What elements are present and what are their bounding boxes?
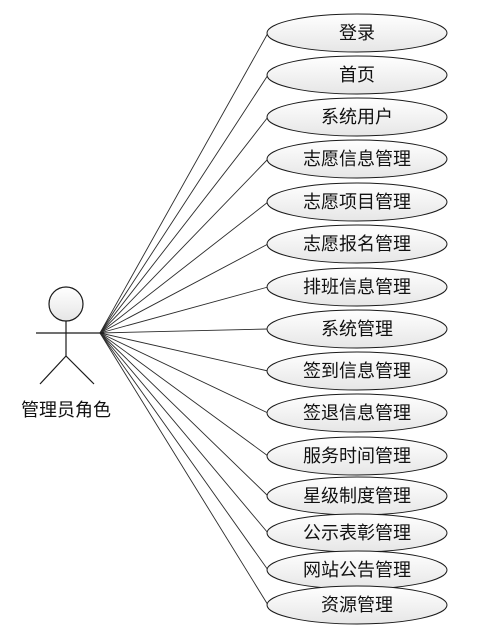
use-case: 排班信息管理 (266, 267, 448, 307)
use-case: 公示表彰管理 (266, 513, 448, 553)
use-case: 志愿报名管理 (266, 224, 448, 264)
use-case: 首页 (266, 55, 448, 95)
association-line (99, 332, 269, 497)
actor-right-leg (65, 355, 95, 385)
association-line (99, 332, 269, 571)
use-case-label: 志愿项目管理 (303, 192, 411, 213)
use-case: 网站公告管理 (266, 550, 448, 590)
association-line (99, 332, 269, 372)
use-case-label: 排班信息管理 (303, 277, 411, 298)
association-line (99, 32, 269, 334)
actor-head (48, 286, 84, 322)
use-case-label: 网站公告管理 (303, 560, 411, 581)
use-case-label: 星级制度管理 (303, 486, 411, 507)
use-case: 志愿项目管理 (266, 182, 448, 222)
use-case-ellipse (266, 139, 448, 179)
actor-left-leg (39, 355, 67, 385)
use-case-ellipse (266, 13, 448, 53)
use-case: 签到信息管理 (266, 351, 448, 391)
use-case: 志愿信息管理 (266, 139, 448, 179)
association-line (99, 158, 269, 334)
use-case: 星级制度管理 (266, 476, 448, 516)
association-line (99, 332, 269, 606)
association-line (99, 243, 269, 334)
association-line (99, 332, 269, 457)
association-line (99, 116, 269, 334)
use-case-label: 服务时间管理 (303, 446, 411, 467)
use-case-label: 系统管理 (321, 319, 393, 340)
use-case: 服务时间管理 (266, 436, 448, 476)
use-case-ellipse (266, 585, 448, 625)
use-case-label: 首页 (339, 65, 375, 86)
use-case-ellipse (266, 97, 448, 137)
use-case: 系统管理 (266, 309, 448, 349)
use-case-ellipse (266, 393, 448, 433)
use-case-group: 登录首页系统用户志愿信息管理志愿项目管理志愿报名管理排班信息管理系统管理签到信息… (266, 13, 448, 625)
association-line (99, 286, 269, 334)
use-case-ellipse (266, 182, 448, 222)
association-line (99, 201, 269, 334)
use-case: 登录 (266, 13, 448, 53)
use-case: 资源管理 (266, 585, 448, 625)
use-case-ellipse (266, 55, 448, 95)
use-case-label: 资源管理 (321, 595, 393, 616)
association-line (99, 332, 269, 414)
actor-admin: 管理员角色 (21, 286, 111, 421)
use-case-ellipse (266, 436, 448, 476)
use-case-label: 公示表彰管理 (303, 523, 411, 544)
use-case-ellipse (266, 267, 448, 307)
association-line (99, 74, 269, 334)
use-case: 签退信息管理 (266, 393, 448, 433)
association-line (99, 328, 269, 334)
use-case-label: 系统用户 (321, 107, 393, 128)
use-case-ellipse (266, 351, 448, 391)
use-case-label: 志愿信息管理 (303, 149, 411, 170)
use-case-label: 签到信息管理 (303, 361, 411, 382)
actor-label: 管理员角色 (21, 400, 111, 421)
use-case: 系统用户 (266, 97, 448, 137)
use-case-label: 签退信息管理 (303, 403, 411, 424)
use-case-ellipse (266, 224, 448, 264)
association-lines (99, 32, 269, 606)
association-line (99, 332, 269, 534)
use-case-label: 登录 (339, 23, 375, 44)
use-case-label: 志愿报名管理 (303, 234, 411, 255)
use-case-ellipse (266, 309, 448, 349)
